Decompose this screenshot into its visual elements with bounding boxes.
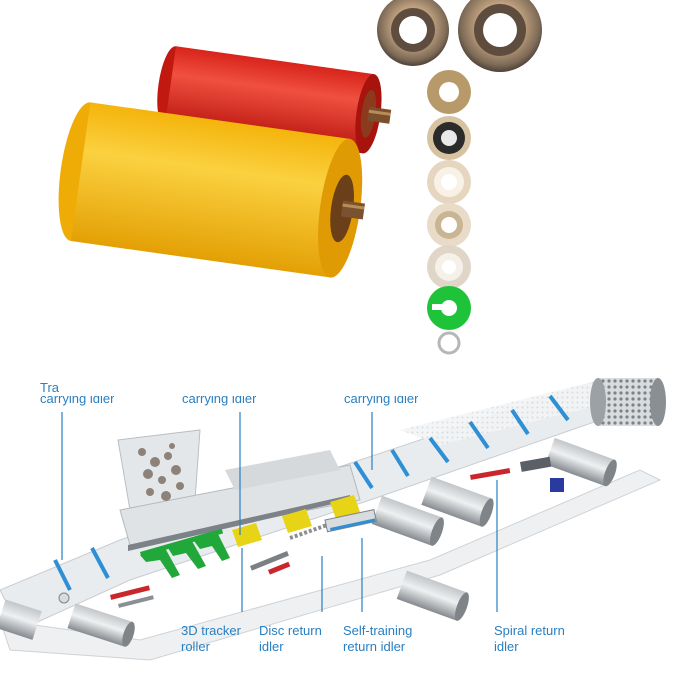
carrying-idler-brackets (53, 394, 570, 591)
label-leader-lines (61, 412, 498, 612)
label-trough-carrying-idler: Tra carrying idler (40, 380, 115, 406)
label-disc-return-idler: Disc return idler (259, 623, 322, 654)
label-impact-carrying-idler: carrying idler (182, 396, 257, 406)
label-3d-tracker-roller: 3D tracker roller (181, 623, 241, 654)
bearing-housing-pair (377, 0, 542, 72)
return-idler-details (58, 456, 564, 608)
belt-conveyor-system (0, 378, 666, 661)
return-rollers (0, 437, 617, 647)
label-spiral-return-idler: Spiral return idler (494, 623, 565, 654)
drive-pulley (590, 378, 666, 426)
return-belt (0, 469, 662, 661)
label-flat-carrying-idler: carrying idler (344, 396, 419, 406)
bearing-seal-components (427, 70, 471, 355)
carrying-idler-frames-yellow (232, 495, 360, 547)
rollers-product-photo (58, 0, 542, 355)
yellow-idler-roller (58, 102, 366, 278)
label-self-training-return-idler: Self-training return idler (343, 623, 413, 654)
impact-idler-frames (140, 528, 230, 578)
